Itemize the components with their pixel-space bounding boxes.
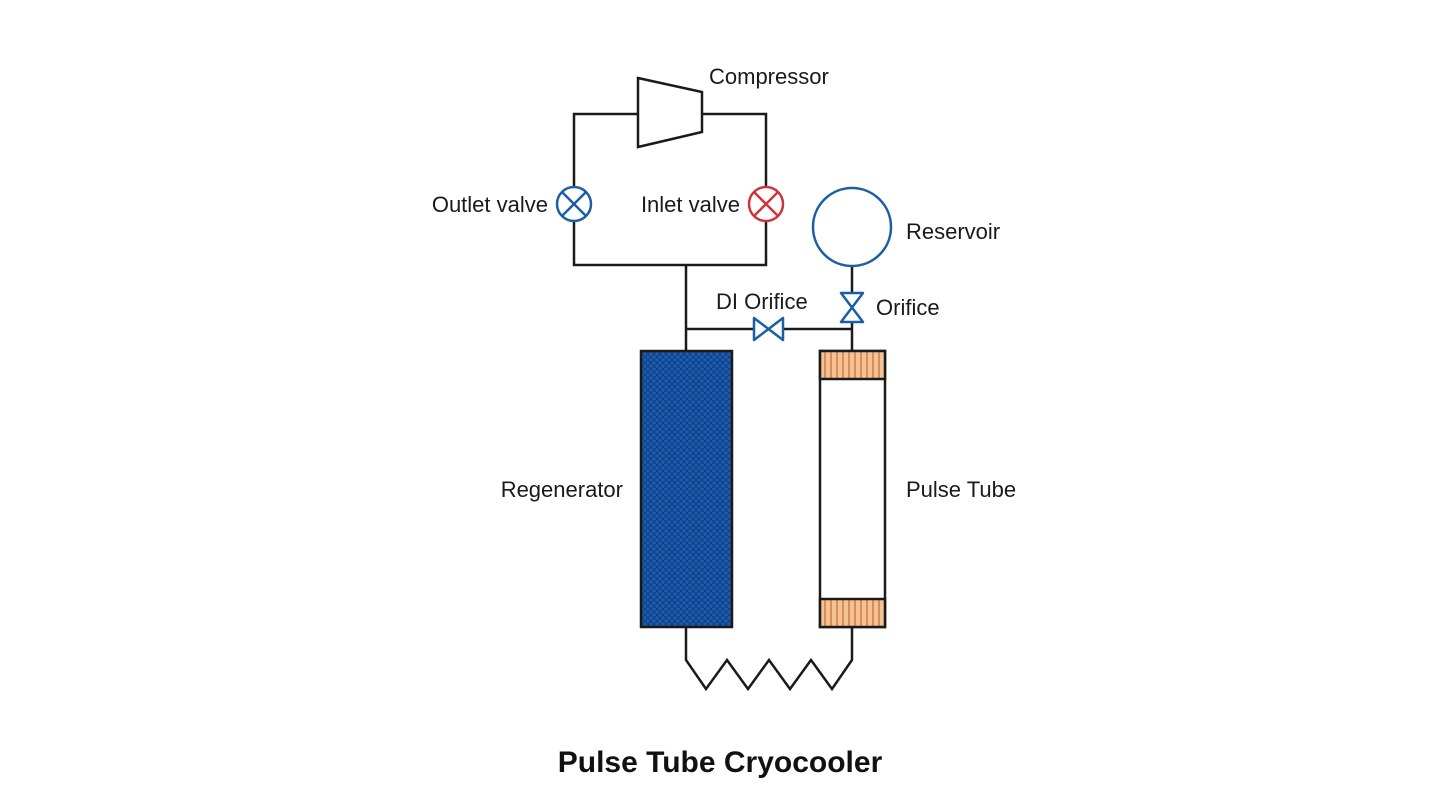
cold-end-zigzag-pipe [684, 627, 854, 692]
regenerator-label: Regenerator [501, 477, 623, 502]
pulse-tube-body [818, 349, 887, 629]
outlet-valve-label: Outlet valve [432, 192, 548, 217]
reservoir-label: Reservoir [906, 219, 1000, 244]
regenerator-body [639, 349, 734, 629]
reservoir-symbol [811, 186, 893, 268]
compressor-loop-pipe [572, 112, 768, 267]
orifice-valve-icon [839, 291, 865, 324]
di-orifice-label: DI Orifice [716, 289, 808, 314]
cold-heat-exchanger [818, 597, 887, 629]
orifice-label: Orifice [876, 295, 940, 320]
pulse-tube-label: Pulse Tube [906, 477, 1016, 502]
diagram-title: Pulse Tube Cryocooler [558, 746, 883, 779]
hot-heat-exchanger [818, 349, 887, 381]
compressor-label: Compressor [709, 64, 829, 89]
outlet-valve-icon [555, 185, 593, 223]
inlet-valve-label: Inlet valve [641, 192, 740, 217]
di-orifice-valve-icon [752, 316, 785, 342]
inlet-valve-icon [747, 185, 785, 223]
compressor-symbol [636, 76, 704, 149]
